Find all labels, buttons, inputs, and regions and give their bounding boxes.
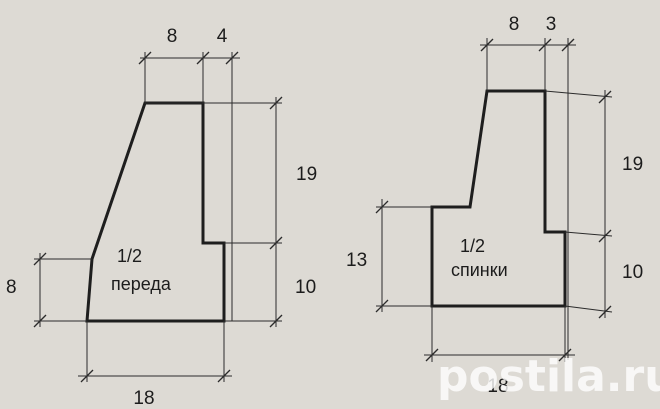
front-dim-upper-height: 19 xyxy=(296,164,317,185)
front-dim-side-height: 8 xyxy=(6,277,17,298)
back-dim-side-height: 13 xyxy=(346,250,367,271)
watermark-logo: postila.ru xyxy=(437,351,660,402)
back-dim-top-width: 8 xyxy=(509,14,520,35)
front-dim-top-step: 4 xyxy=(217,26,228,47)
back-label-fraction: 1/2 xyxy=(460,236,485,256)
back-dim-upper-height: 19 xyxy=(622,154,643,175)
front-dim-lower-height: 10 xyxy=(295,277,316,298)
back-piece: 8 3 19 10 13 18 1/2 спинки xyxy=(346,14,643,397)
back-label-name: спинки xyxy=(451,260,508,280)
front-dim-top-width: 8 xyxy=(167,26,178,47)
back-dim-lower-height: 10 xyxy=(622,262,643,283)
front-outline xyxy=(85,101,226,323)
front-dim-bottom-width: 18 xyxy=(133,388,154,409)
front-label-fraction: 1/2 xyxy=(117,246,142,266)
back-dim-bottom-width: 18 xyxy=(487,376,508,397)
back-dim-top-step: 3 xyxy=(546,14,557,35)
front-piece: 8 4 19 10 8 18 1/2 переда xyxy=(6,26,317,409)
front-label-name: переда xyxy=(111,274,172,294)
